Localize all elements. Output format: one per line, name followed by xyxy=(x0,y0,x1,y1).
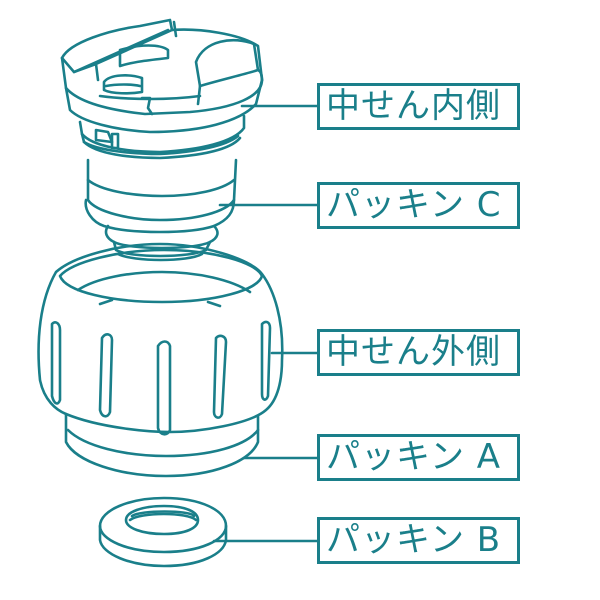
label-packing-b-text: パッキン B xyxy=(326,520,502,560)
label-packing-b: パッキン B xyxy=(317,517,520,564)
label-packing-c: パッキン C xyxy=(317,182,520,229)
packing-a-part xyxy=(64,412,260,478)
label-outer-stopper: 中せん外側 xyxy=(317,329,520,376)
outer-stopper-part xyxy=(37,242,284,436)
label-inner-stopper-text: 中せん内側 xyxy=(326,86,501,126)
packing-c-part xyxy=(84,158,238,262)
inner-stopper-part xyxy=(60,18,264,160)
label-outer-stopper-text: 中せん外側 xyxy=(326,332,501,372)
label-packing-a-text: パッキン A xyxy=(326,437,502,477)
label-packing-c-text: パッキン C xyxy=(326,185,502,225)
label-packing-a: パッキン A xyxy=(317,434,520,481)
packing-b-part xyxy=(98,496,228,568)
label-inner-stopper: 中せん内側 xyxy=(317,83,520,130)
